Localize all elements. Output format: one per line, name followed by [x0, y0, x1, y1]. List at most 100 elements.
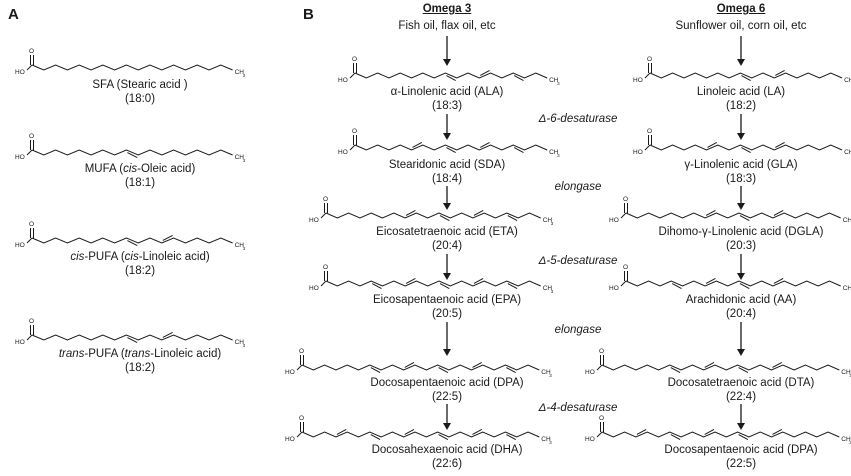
dpa6-structure-double-bond	[738, 434, 749, 441]
dpa3-cn: (22:5)	[431, 391, 463, 403]
dta-structure-oxo-text: O	[599, 348, 604, 355]
dpa6-structure-double-bond	[636, 428, 647, 435]
omega6-title: Omega 6	[716, 3, 766, 15]
dpa3-structure-acid-bond	[296, 364, 303, 371]
gla-name: γ-Linolenic acid (GLA)	[684, 159, 798, 171]
dha-name: Docosahexaenoic acid (DHA)	[371, 444, 523, 456]
cis-pufa-name: cis-PUFA (cis-Linoleic acid)	[70, 251, 210, 263]
trans-pufa-structure-oxo-text: O	[29, 318, 34, 325]
ala-structure-double-bond	[513, 75, 524, 82]
sfa-structure-acid-bond	[26, 64, 33, 71]
dpa3-structure-double-bond	[370, 367, 381, 374]
ala-structure-double-bond	[480, 69, 490, 76]
enzyme-d5-desaturase: Δ-5-desaturase	[538, 255, 618, 267]
dha-structure-double-bond	[336, 428, 347, 435]
epa-structure-double-bond	[473, 277, 484, 284]
eta-name: Eicosatetraenoic acid (ETA)	[376, 226, 518, 238]
mufa-structure-double-bond	[127, 152, 138, 159]
gla-structure-double-bond	[741, 147, 751, 154]
dha-structure-methyl-text: CH	[541, 436, 551, 443]
ala-structure-acid-text: HO	[338, 77, 348, 84]
omega3-source: Fish oil, flax oil, etc	[398, 20, 496, 32]
cis-pufa-structure-double-bond	[162, 234, 173, 241]
omega6-arrow-4-head	[737, 349, 745, 356]
dgla-name: Dihomo-γ-Linolenic acid (DGLA)	[658, 226, 824, 238]
enzyme-elongase-2: elongase	[554, 324, 602, 336]
sda-structure-methyl-sub: 3	[557, 153, 560, 158]
dgla-structure-acid-text: HO	[609, 217, 619, 224]
sda-structure-methyl-text: CH	[549, 149, 559, 156]
sda-cn: (18:4)	[431, 173, 463, 185]
sda-structure-oxo-text: O	[352, 128, 357, 135]
epa-cn: (20:5)	[431, 308, 463, 320]
eta-structure-methyl-text: CH	[543, 217, 553, 224]
epa-structure-double-bond	[371, 283, 382, 290]
trans-pufa-cn: (18:2)	[124, 362, 156, 374]
dgla-structure-methyl-text: CH	[843, 217, 851, 224]
dgla-structure-oxo-text: O	[623, 196, 628, 203]
eta-structure-chain	[325, 212, 541, 219]
la-structure-double-bond	[741, 75, 751, 82]
eta-structure-double-bond	[439, 215, 450, 222]
dha-structure-acid-bond	[296, 431, 303, 438]
epa-name: Eicosapentaenoic acid (EPA)	[372, 294, 522, 306]
trans-pufa-structure-double-bond	[162, 331, 173, 338]
dpa6-cn: (22:5)	[725, 458, 757, 470]
eta-structure-methyl-sub: 3	[551, 221, 554, 226]
dpa6-structure-acid-bond	[596, 431, 603, 438]
cis-pufa-structure-acid-bond	[26, 237, 33, 244]
dpa3-name: Docosapentaenoic acid (DPA)	[370, 377, 524, 389]
aa-structure-oxo-text: O	[623, 264, 628, 271]
trans-pufa-name: trans-PUFA (trans-Linoleic acid)	[58, 348, 222, 360]
eta-structure-oxo-text: O	[323, 196, 328, 203]
la-structure-acid-text: HO	[633, 77, 643, 84]
dta-structure-double-bond	[670, 367, 681, 374]
omega6-source: Sunflower oil, corn oil, etc	[675, 20, 807, 32]
gla-structure-acid-bond	[644, 144, 651, 151]
ala-structure-methyl-text: CH	[549, 77, 559, 84]
dha-cn: (22:6)	[431, 458, 463, 470]
trans-pufa-structure-double-bond	[127, 337, 138, 344]
gla-structure-acid-text: HO	[633, 149, 643, 156]
dpa6-structure-oxo-text: O	[599, 415, 604, 422]
dpa6-structure-acid-text: HO	[585, 436, 595, 443]
dpa6-structure-chain	[601, 431, 840, 438]
la-structure-chain	[649, 72, 843, 79]
dgla-structure-chain	[625, 212, 841, 219]
la-structure-methyl-text: CH	[844, 77, 851, 84]
dha-structure-double-bond	[438, 434, 449, 441]
sfa-structure-oxo-text: O	[29, 48, 34, 55]
gla-cn: (18:3)	[725, 173, 757, 185]
eta-structure-double-bond	[405, 209, 416, 216]
aa-cn: (20:4)	[725, 308, 757, 320]
mufa-structure-methyl-sub: 3	[243, 158, 246, 163]
epa-structure-oxo-text: O	[323, 264, 328, 271]
dgla-cn: (20:3)	[725, 240, 757, 252]
la-structure-oxo-text: O	[647, 56, 652, 63]
epa-structure-methyl-text: CH	[543, 285, 553, 292]
dha-structure-methyl-sub: 3	[549, 440, 552, 445]
ala-name: α-Linolenic acid (ALA)	[390, 86, 504, 98]
trans-pufa-structure-acid-bond	[26, 334, 33, 341]
dgla-structure-double-bond	[773, 209, 784, 216]
sfa-name: SFA (Stearic acid )	[92, 79, 188, 91]
dgla-structure-double-bond	[705, 209, 716, 216]
dgla-structure-double-bond	[739, 215, 750, 222]
dta-structure-acid-bond	[596, 364, 603, 371]
mufa-name: MUFA (cis-Oleic acid)	[84, 163, 196, 175]
omega6-arrow-5-head	[737, 423, 745, 430]
dha-structure-oxo-text: O	[299, 415, 304, 422]
eta-structure-double-bond	[507, 215, 518, 222]
dta-structure-chain	[601, 364, 840, 371]
aa-structure-methyl-text: CH	[843, 285, 851, 292]
dpa3-structure-methyl-sub: 3	[549, 373, 552, 378]
dha-structure-chain	[301, 431, 540, 438]
omega3-arrow-0-head	[443, 59, 451, 66]
dpa6-structure-double-bond	[772, 428, 783, 435]
dpa6-structure-methyl-text: CH	[841, 436, 851, 443]
gla-structure-methyl-text: CH	[844, 149, 851, 156]
sda-structure-acid-bond	[349, 144, 356, 151]
trans-pufa-structure-methyl-text: CH	[235, 339, 245, 346]
